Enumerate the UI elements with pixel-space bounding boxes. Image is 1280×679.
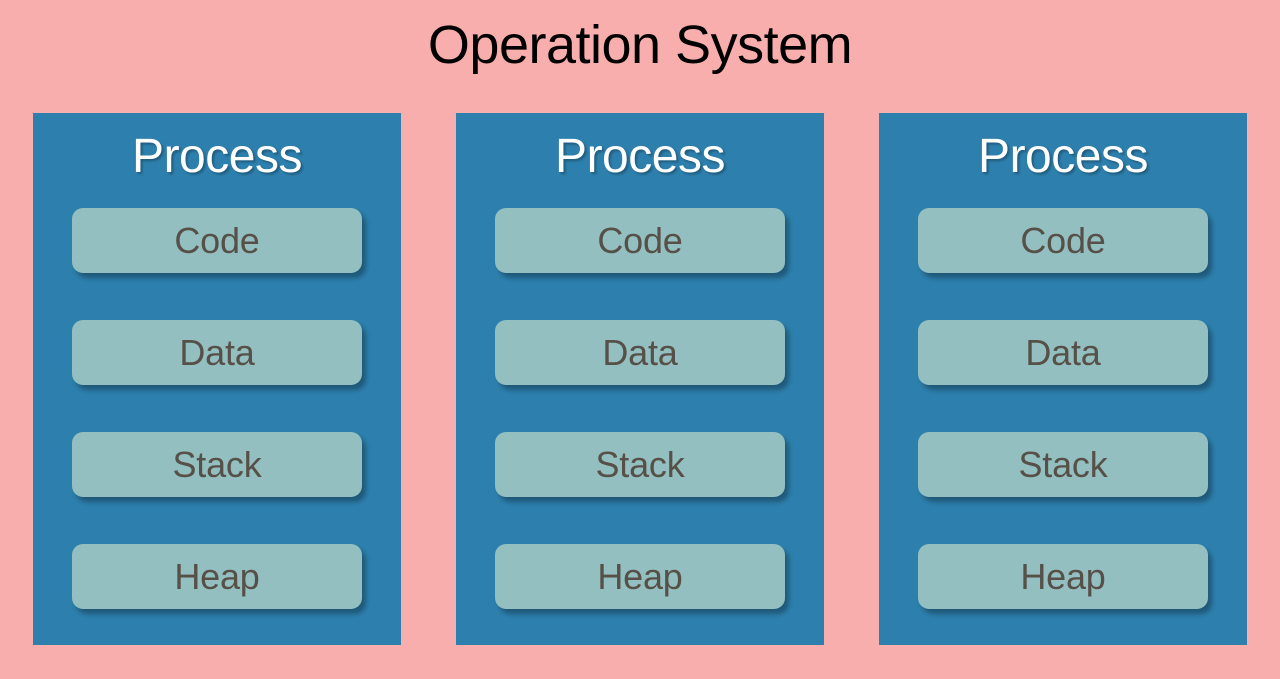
segment-list: Code Data Stack Heap	[495, 208, 785, 609]
segment-box-code[interactable]: Code	[72, 208, 362, 273]
segment-label: Heap	[597, 555, 683, 597]
segment-label: Stack	[172, 443, 262, 485]
segment-box-code[interactable]: Code	[918, 208, 1208, 273]
page-title: Operation System	[427, 15, 853, 75]
segment-box-data[interactable]: Data	[918, 320, 1208, 385]
segment-box-data[interactable]: Data	[495, 320, 785, 385]
process-heading: Process	[132, 130, 302, 183]
process-box-1[interactable]: Process Code Data Stack Heap	[33, 113, 401, 645]
segment-label: Code	[174, 219, 260, 261]
segment-label: Stack	[1018, 443, 1108, 485]
segment-box-code[interactable]: Code	[495, 208, 785, 273]
segment-label: Stack	[595, 443, 685, 485]
segment-box-heap[interactable]: Heap	[918, 544, 1208, 609]
segment-box-stack[interactable]: Stack	[918, 432, 1208, 497]
segment-box-stack[interactable]: Stack	[72, 432, 362, 497]
segment-list: Code Data Stack Heap	[918, 208, 1208, 609]
process-list: Process Code Data Stack Heap Process	[33, 113, 1247, 645]
segment-label: Code	[1020, 219, 1106, 261]
segment-label: Heap	[1020, 555, 1106, 597]
segment-box-heap[interactable]: Heap	[72, 544, 362, 609]
segment-label: Data	[1025, 331, 1101, 373]
segment-box-heap[interactable]: Heap	[495, 544, 785, 609]
segment-box-stack[interactable]: Stack	[495, 432, 785, 497]
process-box-3[interactable]: Process Code Data Stack Heap	[879, 113, 1247, 645]
segment-label: Data	[179, 331, 255, 373]
segment-box-data[interactable]: Data	[72, 320, 362, 385]
segment-label: Data	[602, 331, 678, 373]
segment-list: Code Data Stack Heap	[72, 208, 362, 609]
process-box-2[interactable]: Process Code Data Stack Heap	[456, 113, 824, 645]
process-heading: Process	[555, 130, 725, 183]
segment-label: Heap	[174, 555, 260, 597]
segment-label: Code	[597, 219, 683, 261]
process-heading: Process	[978, 130, 1148, 183]
